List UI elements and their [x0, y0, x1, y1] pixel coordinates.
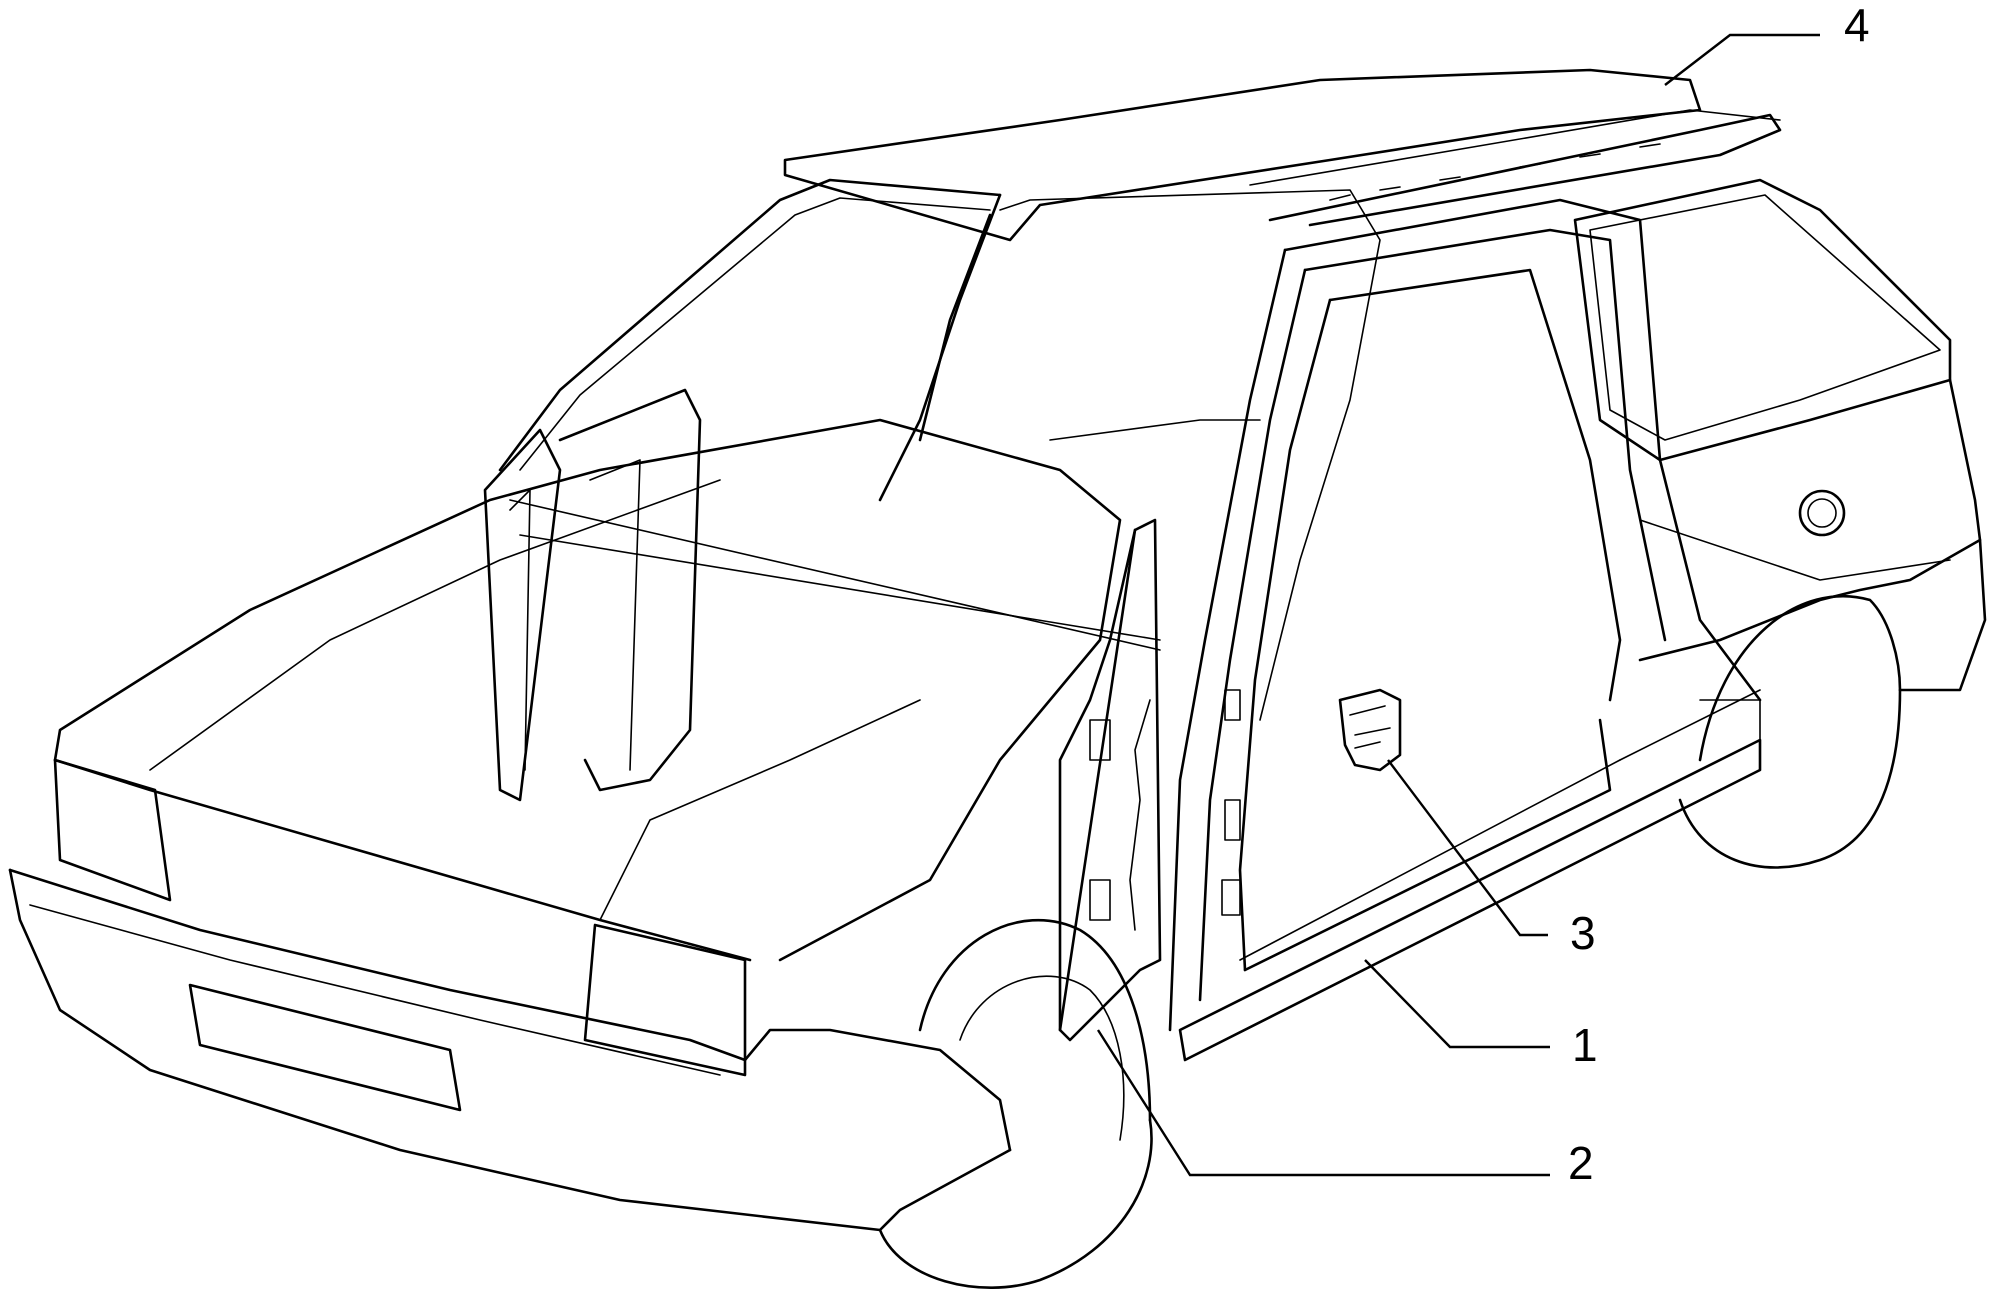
- leader-line-4: [1664, 33, 1820, 86]
- a-pillar-assembly: [1058, 518, 1162, 1042]
- rear-wheel-arch: [1698, 594, 1902, 762]
- striker-plate: [1338, 688, 1402, 772]
- license-plate-recess: [188, 983, 462, 1112]
- front-bumper: [8, 868, 1012, 1232]
- fuel-cap: [1798, 489, 1846, 537]
- front-fender: [743, 1028, 1012, 1152]
- leader-line-2: [1096, 1029, 1550, 1177]
- callout-2: 2: [1568, 1137, 1594, 1189]
- rear-body-side: [1638, 378, 1982, 662]
- front-wheel-arch: [918, 919, 1152, 1122]
- callout-4: 4: [1844, 0, 1870, 51]
- hood: [53, 418, 1122, 962]
- callout-3: 3: [1570, 907, 1596, 959]
- side-sill: [1178, 738, 1762, 1062]
- side-body-frame: [1168, 198, 1762, 1032]
- windshield-frame: [498, 178, 1002, 472]
- left-headlight: [53, 758, 172, 902]
- rear-tire: [1678, 688, 1902, 869]
- leader-line-1: [1364, 959, 1550, 1049]
- leader-line-3: [1387, 759, 1548, 937]
- right-headlight: [583, 923, 747, 1077]
- callout-1: 1: [1572, 1019, 1598, 1071]
- roof-panel: [783, 68, 1782, 242]
- car-body: [8, 178, 1987, 1289]
- exploded-inner-panels: [483, 388, 1161, 802]
- leader-lines: [1096, 33, 1820, 1177]
- front-tire: [878, 1118, 1153, 1289]
